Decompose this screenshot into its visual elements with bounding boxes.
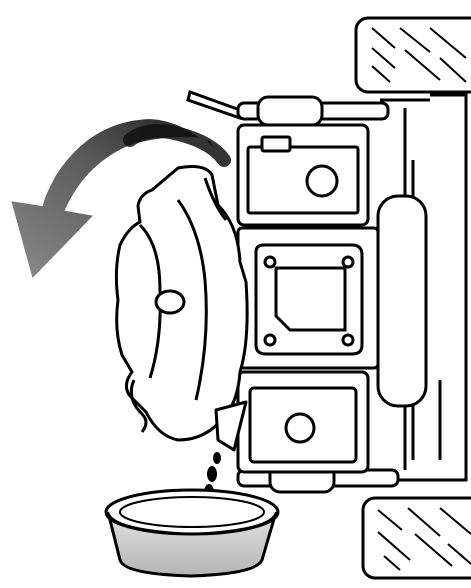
lower-tire xyxy=(363,498,471,578)
lower-crankcase xyxy=(238,372,368,472)
engine-body xyxy=(116,167,247,450)
upper-tire xyxy=(356,18,471,92)
drain-pan-icon xyxy=(106,490,278,576)
cylinder-flange xyxy=(238,228,378,368)
upper-rod xyxy=(188,92,388,125)
upper-crankcase xyxy=(238,125,368,225)
side-cover xyxy=(378,196,426,406)
